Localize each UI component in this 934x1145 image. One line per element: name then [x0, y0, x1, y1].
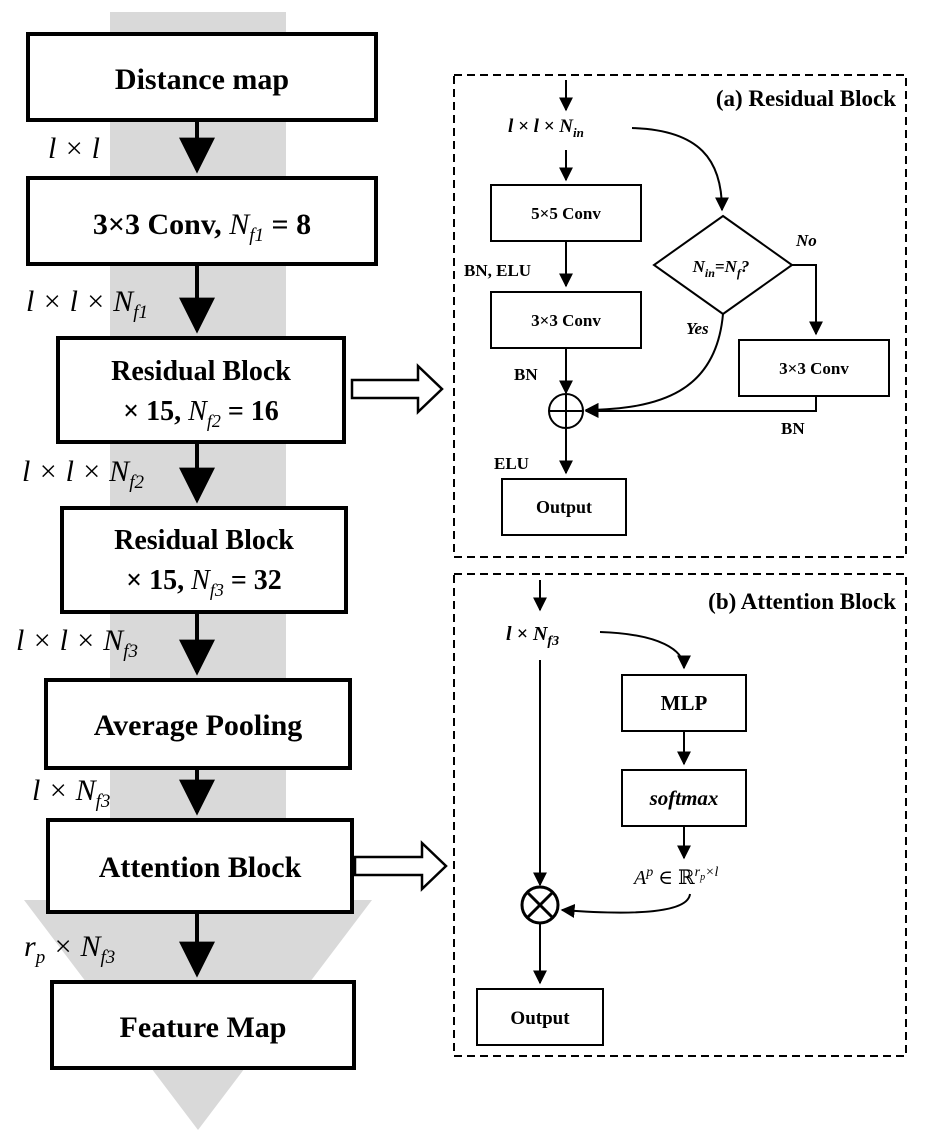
expand-arrow-residual: [350, 363, 444, 415]
feature-map-box: [50, 980, 356, 1070]
multiply-node-icon: [520, 885, 560, 925]
distance-map-box: [26, 32, 378, 122]
res-arrow-to-decision: [631, 127, 729, 212]
residual-block-1-params: × 15, Nf2 = 16: [123, 396, 279, 431]
dim-label-3: l × l × Nf2: [22, 455, 144, 493]
att-arrow-to-multiply: [560, 893, 691, 918]
dim-label-4: l × l × Nf3: [16, 624, 138, 662]
residual-block-panel: [453, 74, 907, 558]
res-elu-label: ELU: [494, 454, 529, 473]
res-input-label: l × l × Nin: [508, 116, 584, 140]
res-yes-path: [584, 313, 724, 417]
add-node-icon: [548, 393, 584, 429]
res-bn2-label: BN: [781, 419, 805, 438]
att-arrow-to-mlp: [599, 631, 691, 670]
attention-panel-title: (b) Attention Block: [708, 589, 896, 614]
res-conv3-label: 3×3 Conv: [531, 311, 601, 330]
res-conv5-box: [490, 184, 642, 242]
dim-label-6: rp × Nf3: [24, 930, 115, 968]
residual-block-2-title: Residual Block: [114, 525, 294, 556]
residual-block-2-params: × 15, Nf3 = 32: [126, 565, 282, 600]
att-output-label: Output: [510, 1008, 570, 1029]
att-input-label: l × Nf3: [506, 623, 559, 649]
res-shortcut-to-add: [584, 396, 817, 418]
attention-matrix-label: Ap ∈ ℝrp×l: [632, 865, 719, 889]
residual-block-2-box: [60, 506, 348, 614]
softmax-label: softmax: [649, 786, 719, 810]
dim-label-1: l × l: [48, 132, 100, 165]
softmax-box: [621, 769, 747, 827]
average-pooling-label: Average Pooling: [94, 709, 303, 742]
mlp-label: MLP: [661, 691, 708, 715]
attention-block-box: [46, 818, 354, 914]
res-bn-label: BN: [514, 365, 538, 384]
res-output-box: [501, 478, 627, 536]
res-bn-elu-label: BN, ELU: [464, 261, 531, 280]
decision-yes-label: Yes: [686, 319, 709, 338]
att-output-box: [476, 988, 604, 1046]
res-no-path: [792, 264, 823, 336]
shortcut-conv-box: [738, 339, 890, 397]
attention-block-panel: [453, 573, 907, 1057]
shortcut-conv-label: 3×3 Conv: [779, 359, 849, 378]
attention-block-label: Attention Block: [99, 851, 302, 884]
conv-box: [26, 176, 378, 266]
decision-label: Nin=Nf?: [692, 257, 750, 280]
distance-map-label: Distance map: [115, 63, 289, 96]
res-conv3-box: [490, 291, 642, 349]
feature-map-label: Feature Map: [120, 1011, 287, 1044]
res-output-label: Output: [536, 497, 592, 517]
residual-panel-title: (a) Residual Block: [716, 86, 896, 111]
decision-no-label: No: [795, 231, 817, 250]
conv-label: 3×3 Conv, Nf1 = 8: [93, 208, 311, 246]
dim-label-2: l × l × Nf1: [26, 285, 148, 323]
res-conv5-label: 5×5 Conv: [531, 204, 601, 223]
expand-arrow-attention: [353, 840, 448, 892]
residual-block-1-title: Residual Block: [111, 356, 291, 387]
dim-label-5: l × Nf3: [32, 774, 110, 812]
residual-block-1-box: [56, 336, 346, 444]
